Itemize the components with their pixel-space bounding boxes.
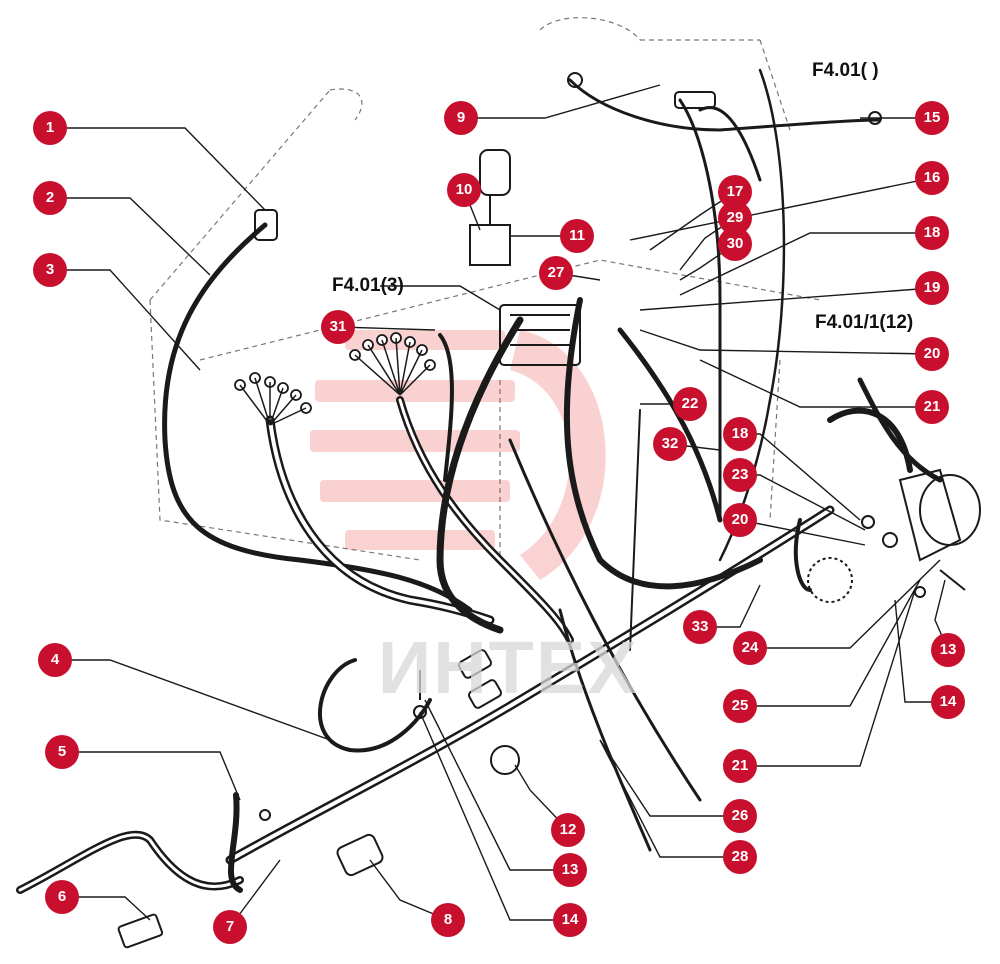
callout-5: 5	[45, 735, 79, 769]
callout-28: 28	[723, 840, 757, 874]
callout-2: 2	[33, 181, 67, 215]
callout-10: 10	[447, 173, 481, 207]
terminal-fan-lines	[239, 337, 431, 426]
callout-21-lower: 21	[723, 749, 757, 783]
callout-21-upper: 21	[915, 390, 949, 424]
callout-16: 16	[915, 161, 949, 195]
leader-lines	[50, 84, 949, 928]
callout-15: 15	[915, 101, 949, 135]
watermark-text: ИНТЕХ	[378, 626, 639, 709]
callout-18-lower: 18	[723, 417, 757, 451]
callout-31: 31	[321, 310, 355, 344]
callout-23: 23	[723, 458, 757, 492]
callout-32: 32	[653, 427, 687, 461]
callout-7: 7	[213, 910, 247, 944]
callout-18-upper: 18	[915, 216, 949, 250]
callout-25: 25	[723, 689, 757, 723]
callout-9: 9	[444, 101, 478, 135]
callout-24: 24	[733, 631, 767, 665]
callout-20-lower: 20	[723, 503, 757, 537]
callout-13-right: 13	[931, 633, 965, 667]
callout-4: 4	[38, 643, 72, 677]
callout-30: 30	[718, 227, 752, 261]
fuse-box	[469, 149, 581, 366]
callout-6: 6	[45, 880, 79, 914]
callout-27: 27	[539, 256, 573, 290]
callout-12: 12	[551, 813, 585, 847]
callout-33: 33	[683, 610, 717, 644]
callout-11: 11	[560, 219, 594, 253]
callout-14-lower: 14	[553, 903, 587, 937]
callout-22: 22	[673, 387, 707, 421]
callout-14-right: 14	[931, 685, 965, 719]
code-label-f401-3: F4.01(3)	[332, 275, 404, 296]
code-label-f401-top: F4.01( )	[812, 60, 879, 81]
callout-26: 26	[723, 799, 757, 833]
callout-8: 8	[431, 903, 465, 937]
callout-20-upper: 20	[915, 337, 949, 371]
starter-motor	[807, 468, 981, 603]
harness-wires	[16, 68, 943, 894]
engine-outline	[149, 17, 821, 561]
callout-1: 1	[33, 111, 67, 145]
callout-3: 3	[33, 253, 67, 287]
code-label-f401-1-12: F4.01/1(12)	[815, 312, 914, 333]
callout-19: 19	[915, 271, 949, 305]
callout-13-lower: 13	[553, 853, 587, 887]
